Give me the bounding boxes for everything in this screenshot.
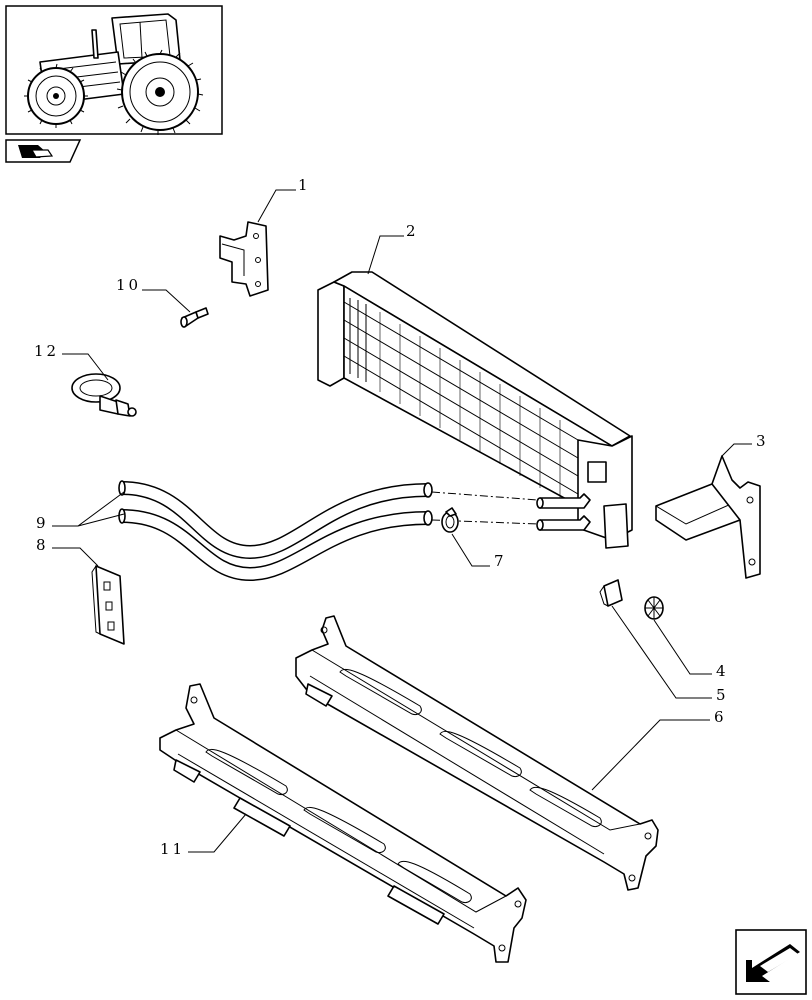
part-10-pin xyxy=(180,307,209,328)
callout-6: 6 xyxy=(591,708,727,791)
tractor-thumbnail[interactable] xyxy=(5,5,223,135)
part-1-bracket xyxy=(219,221,269,297)
callout-label-6: 6 xyxy=(714,708,727,726)
next-page-button[interactable] xyxy=(735,929,807,995)
callout-label-7: 7 xyxy=(494,552,507,570)
part-4-grommet xyxy=(644,596,664,620)
part-11-rail xyxy=(159,683,527,963)
callout-10: 10 xyxy=(116,276,191,313)
callout-label-4: 4 xyxy=(716,662,729,680)
part-9-hoses xyxy=(118,480,433,582)
callout-label-3: 3 xyxy=(756,432,769,450)
next-page-arrow-icon xyxy=(746,944,800,982)
callout-3: 3 xyxy=(721,432,769,457)
section-badge[interactable] xyxy=(5,139,82,163)
callout-8: 8 xyxy=(36,536,99,567)
section-folder-icon xyxy=(18,145,54,158)
callout-9: 9 xyxy=(36,491,125,532)
part-7-clamp xyxy=(441,507,459,533)
callout-label-10: 10 xyxy=(116,276,141,294)
part-8-clip xyxy=(91,565,125,645)
callout-label-12: 12 xyxy=(34,342,59,360)
connection-line-upper xyxy=(431,491,539,501)
part-2-heater-core xyxy=(317,271,633,549)
part-5-clip xyxy=(599,579,623,607)
callout-label-2: 2 xyxy=(406,222,419,240)
callout-label-1: 1 xyxy=(298,176,311,194)
callout-12: 12 xyxy=(34,342,109,381)
callout-11: 11 xyxy=(160,813,247,858)
callout-label-8: 8 xyxy=(36,536,49,554)
tractor-icon xyxy=(24,13,204,135)
callout-label-5: 5 xyxy=(716,686,729,704)
part-12-clamp xyxy=(71,373,137,417)
callout-label-9: 9 xyxy=(36,514,49,532)
callout-5: 5 xyxy=(611,605,729,704)
callout-7: 7 xyxy=(451,533,507,570)
callout-4: 4 xyxy=(653,619,729,680)
callout-2: 2 xyxy=(367,222,419,275)
callout-1: 1 xyxy=(257,176,311,223)
callout-label-11: 11 xyxy=(160,840,185,858)
part-6-rail xyxy=(295,615,659,891)
part-3-bracket xyxy=(655,455,761,579)
